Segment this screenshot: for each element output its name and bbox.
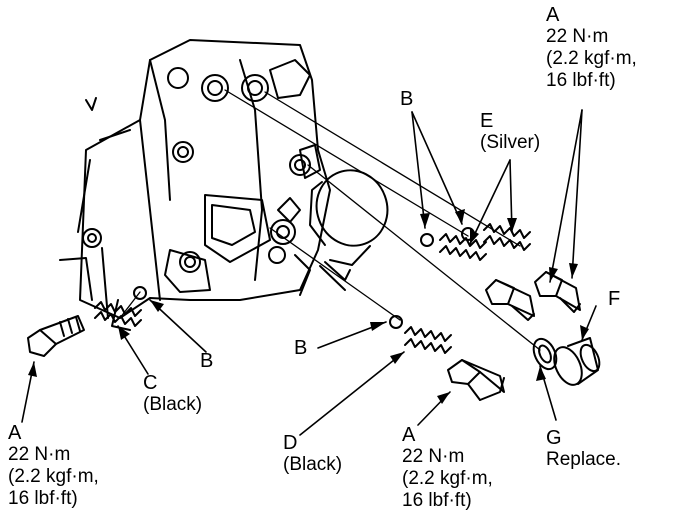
callout-d: D (Black) [283,432,342,476]
callout-c: C (Black) [143,372,202,416]
springs [94,223,531,354]
callout-d-letter: D [283,432,298,454]
check-balls [133,227,475,329]
callout-a-bottom-left: A 22 N·m (2.2 kgf·m, 16 lbf·ft) [8,422,99,510]
filter-cylinder [309,169,389,291]
callout-c-note: (Black) [143,394,203,415]
transmission-housing [59,39,331,331]
callout-a-top-right-torque-nm: 22 N·m [546,26,609,47]
callout-a-bottom-mid-torque-kgfm: (2.2 kgf·m, [402,468,493,489]
callout-e: E (Silver) [480,110,540,154]
callout-b-top: B [400,88,413,110]
callout-g: G Replace. [546,427,621,471]
callout-f-letter: F [608,288,621,310]
drain-plug [553,337,601,386]
bolt-left [27,315,85,357]
callout-g-note: Replace. [546,449,621,470]
leader-arrowheads [28,209,589,404]
callout-a-top-right-torque-kgfm: (2.2 kgf·m, [546,48,637,69]
callout-d-note: (Black) [283,454,343,475]
bolt-top-right-2 [485,279,535,321]
housing-bores [82,67,311,273]
callout-a-bottom-mid-letter: A [402,424,416,446]
callout-a-bottom-mid: A 22 N·m (2.2 kgf·m, 16 lbf·ft) [402,424,493,512]
callout-b-mid: B [294,337,307,359]
callout-b-left-letter: B [200,350,214,372]
bolt-mid [447,359,505,401]
callout-a-bottom-mid-torque-lbfft: 16 lbf·ft) [402,490,472,511]
callout-a-top-right-letter: A [546,4,560,26]
callout-a-bottom-left-torque-nm: 22 N·m [8,444,71,465]
callout-e-letter: E [480,110,494,132]
callout-a-top-right-torque-lbfft: 16 lbf·ft) [546,70,616,91]
callout-b-mid-letter: B [294,337,308,359]
bolt-top-right-1 [534,271,581,313]
callout-a-bottom-left-torque-lbfft: 16 lbf·ft) [8,488,78,509]
callout-b-top-letter: B [400,88,414,110]
leader-lines [21,109,597,436]
callout-e-note: (Silver) [480,132,541,153]
callout-a-top-right: A 22 N·m (2.2 kgf·m, 16 lbf·ft) [546,4,637,92]
callout-c-letter: C [143,372,158,394]
callout-f: F [608,288,620,310]
callout-a-bottom-left-torque-kgfm: (2.2 kgf·m, [8,466,99,487]
callout-g-letter: G [546,427,562,449]
washer [532,337,558,371]
callout-a-bottom-left-letter: A [8,422,22,444]
callout-a-bottom-mid-torque-nm: 22 N·m [402,446,465,467]
alignment-lines [119,89,541,351]
callout-b-left: B [200,350,213,372]
